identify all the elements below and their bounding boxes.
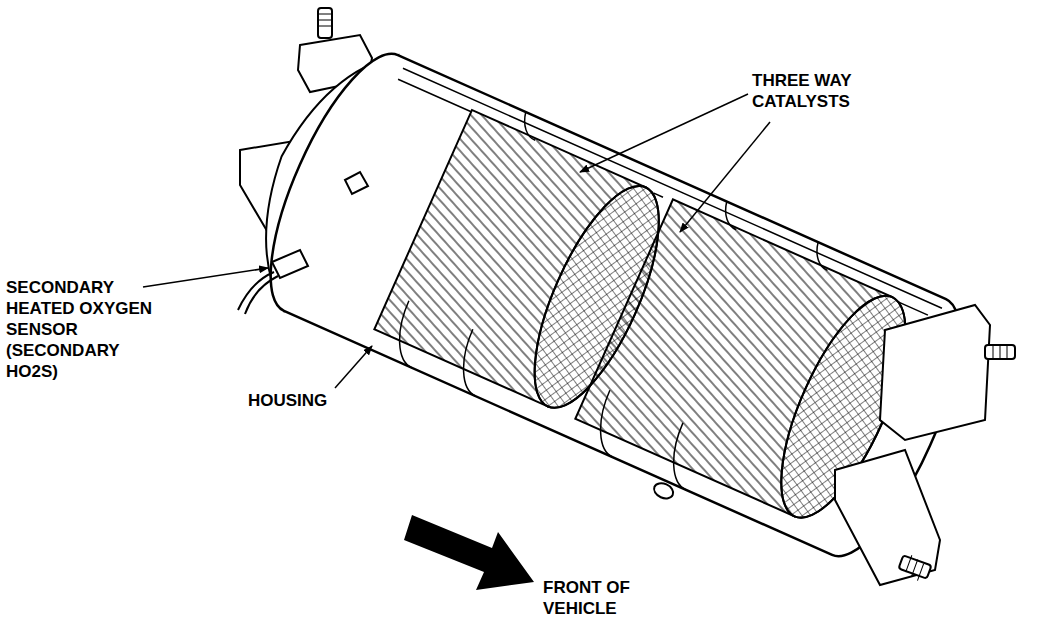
part-label: SECONDARY HEATED OXYGEN SENSOR (SECONDAR… xyxy=(6,277,164,382)
part-label: THREE WAY CATALYSTS xyxy=(752,70,877,112)
direction-label: FRONT OF VEHICLE xyxy=(543,577,643,619)
part-label: HOUSING xyxy=(248,390,368,411)
